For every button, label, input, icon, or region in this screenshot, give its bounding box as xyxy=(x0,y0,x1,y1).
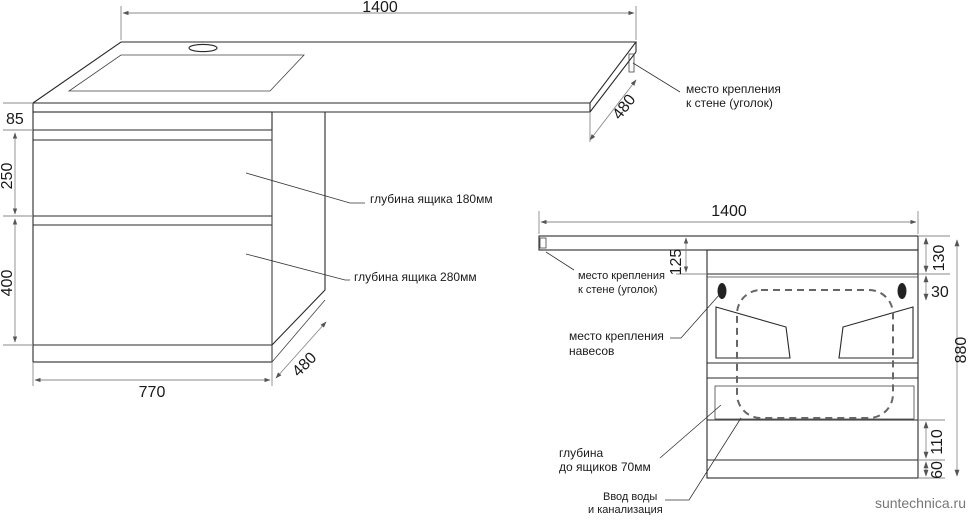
countertop-top xyxy=(31,41,638,104)
note-line: место крепления xyxy=(569,329,664,343)
note-line: глубина xyxy=(559,446,603,460)
dim-400: 400 xyxy=(0,218,33,346)
note-wall-mount-right: место крепления к стене (уголок) xyxy=(545,251,665,296)
dim-label: 400 xyxy=(0,270,16,297)
dim-250: 250 xyxy=(0,132,33,217)
cabinet-front xyxy=(706,249,919,479)
dim-label: 250 xyxy=(0,163,16,190)
wall-bracket-left xyxy=(628,53,635,73)
dim-label: 125 xyxy=(668,249,685,276)
dim-label: 110 xyxy=(929,429,946,455)
note-water-inlet: Ввод воды и канализация xyxy=(588,417,742,516)
dim-60: 60 xyxy=(918,461,946,479)
countertop-front xyxy=(32,42,637,113)
note-line: глубина ящика 280мм xyxy=(354,270,477,284)
faucet-hole xyxy=(188,43,218,53)
dim-130: 130 xyxy=(918,235,950,275)
note-line: Ввод воды xyxy=(603,491,657,503)
right-view: 1400 125 место крепления к стене (уголок… xyxy=(538,203,970,516)
note-depth-to-drawers: глубина до ящиков 70мм xyxy=(559,404,722,474)
note-line: навесов xyxy=(569,344,614,358)
dim-label: 30 xyxy=(931,284,949,301)
note-wall-mount-left: место крепления к стене (уголок) xyxy=(632,62,781,110)
hinge-hole-right xyxy=(897,283,907,299)
dim-30: 30 xyxy=(923,275,949,301)
dim-880: 880 xyxy=(953,239,970,477)
note-line: и канализация xyxy=(588,504,663,515)
note-line: до ящиков 70мм xyxy=(559,460,651,474)
dim-label: 1400 xyxy=(711,203,747,220)
dim-label: 880 xyxy=(953,337,970,364)
hinge-hole-left xyxy=(717,283,727,299)
dim-label: 480 xyxy=(289,349,320,380)
basin-outline xyxy=(736,289,894,419)
dim-label: 770 xyxy=(139,384,166,401)
dim-label: 85 xyxy=(6,111,24,128)
dim-label: 60 xyxy=(929,461,946,479)
dim-1400-front: 1400 xyxy=(538,203,919,234)
dim-125: 125 xyxy=(668,237,707,276)
note-line: к стене (уголок) xyxy=(686,96,773,110)
dim-480-top: 480 xyxy=(589,79,640,142)
watermark: suntechnica.ru xyxy=(875,495,966,511)
dim-85: 85 xyxy=(3,102,33,131)
dim-770: 770 xyxy=(32,362,273,401)
cabinet-body xyxy=(32,111,326,363)
note-line: глубина ящика 180мм xyxy=(370,192,493,206)
dim-110: 110 xyxy=(918,419,946,461)
dim-label: 130 xyxy=(931,245,948,272)
dim-1400-top: 1400 xyxy=(120,0,637,40)
note-hinge-mount: место крепления навесов xyxy=(569,293,721,358)
wall-bracket-right xyxy=(539,237,547,249)
note-drawer2-depth: глубина ящика 280мм xyxy=(245,253,477,284)
note-line: к стене (уголок) xyxy=(578,284,658,296)
countertop-front-view xyxy=(538,235,919,251)
dim-label: 480 xyxy=(610,91,640,123)
dim-480-bottom: 480 xyxy=(275,321,327,380)
note-line: место крепления xyxy=(686,82,781,96)
note-line: место крепления xyxy=(578,270,665,282)
dim-label: 1400 xyxy=(362,0,398,16)
note-drawer1-depth: глубина ящика 180мм xyxy=(245,172,493,206)
